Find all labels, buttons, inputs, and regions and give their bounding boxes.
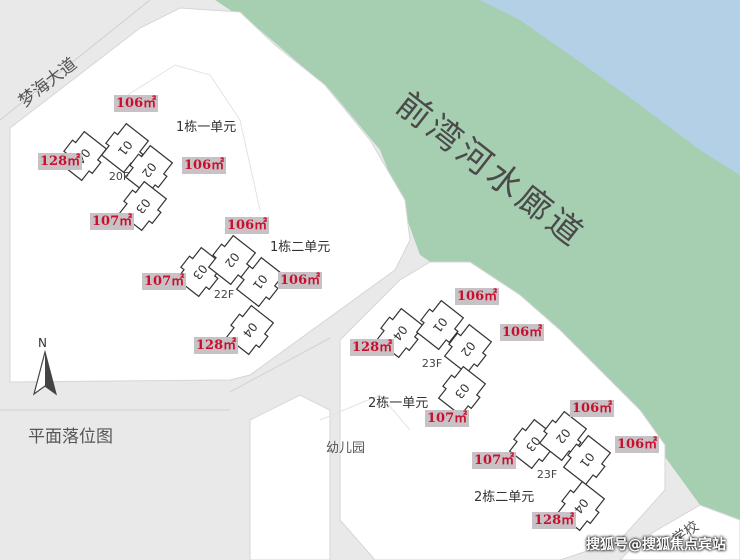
unit-footprint: 03 xyxy=(437,365,487,417)
unit-footprint: 02 xyxy=(207,234,257,286)
unit-footprint: 02 xyxy=(443,323,493,375)
unit-area-badge: 106㎡ xyxy=(500,324,545,341)
unit-area-badge: 106㎡ xyxy=(615,436,660,453)
building-label: 1栋一单元 xyxy=(176,120,237,135)
unit-footprint: 02 xyxy=(124,144,174,196)
unit-area-badge: 107㎡ xyxy=(90,213,135,230)
legend-title: 平面落位图 xyxy=(28,427,113,447)
river xyxy=(480,0,740,175)
unit-area-badge: 106㎡ xyxy=(114,95,159,112)
unit-area-badge: 106㎡ xyxy=(278,272,323,289)
building-label: 1栋二单元 xyxy=(270,240,331,255)
unit-footprint: 01 xyxy=(100,122,150,174)
unit-area-badge: 128㎡ xyxy=(532,512,577,529)
road-edge-line xyxy=(229,337,331,393)
floor-count: 22F xyxy=(214,288,234,301)
inner-path xyxy=(119,64,261,211)
unit-area-badge: 106㎡ xyxy=(570,400,615,417)
unit-area-badge: 128㎡ xyxy=(194,337,239,354)
road-edge-line xyxy=(0,0,151,121)
unit-area-badge: 128㎡ xyxy=(38,153,83,170)
building-label: 2栋一单元 xyxy=(368,396,429,411)
unit-area-badge: 106㎡ xyxy=(182,157,227,174)
floor-count: 23F xyxy=(422,357,442,370)
floor-count: 23F xyxy=(537,468,557,481)
compass-north-label: N xyxy=(38,336,47,350)
unit-area-badge: 106㎡ xyxy=(225,217,270,234)
compass-icon xyxy=(32,349,58,396)
building-label: 2栋二单元 xyxy=(474,490,535,505)
floor-count: 20F xyxy=(109,170,129,183)
unit-footprint: 01 xyxy=(415,299,465,351)
unit-area-badge: 106㎡ xyxy=(455,288,500,305)
unit-area-badge: 128㎡ xyxy=(350,339,395,356)
plot-southwest xyxy=(249,394,331,560)
unit-area-badge: 107㎡ xyxy=(425,410,470,427)
unit-footprint: 04 xyxy=(225,304,275,356)
unit-footprint: 03 xyxy=(175,246,225,298)
unit-footprint: 01 xyxy=(235,256,285,308)
unit-area-badge: 107㎡ xyxy=(142,273,187,290)
unit-area-badge: 107㎡ xyxy=(472,452,517,469)
watermark: 搜狐号@搜狐焦点宾站 xyxy=(586,537,726,553)
school-plot xyxy=(619,504,740,560)
kindergarten-label: 幼儿园 xyxy=(326,441,366,456)
inner-path xyxy=(319,394,411,431)
